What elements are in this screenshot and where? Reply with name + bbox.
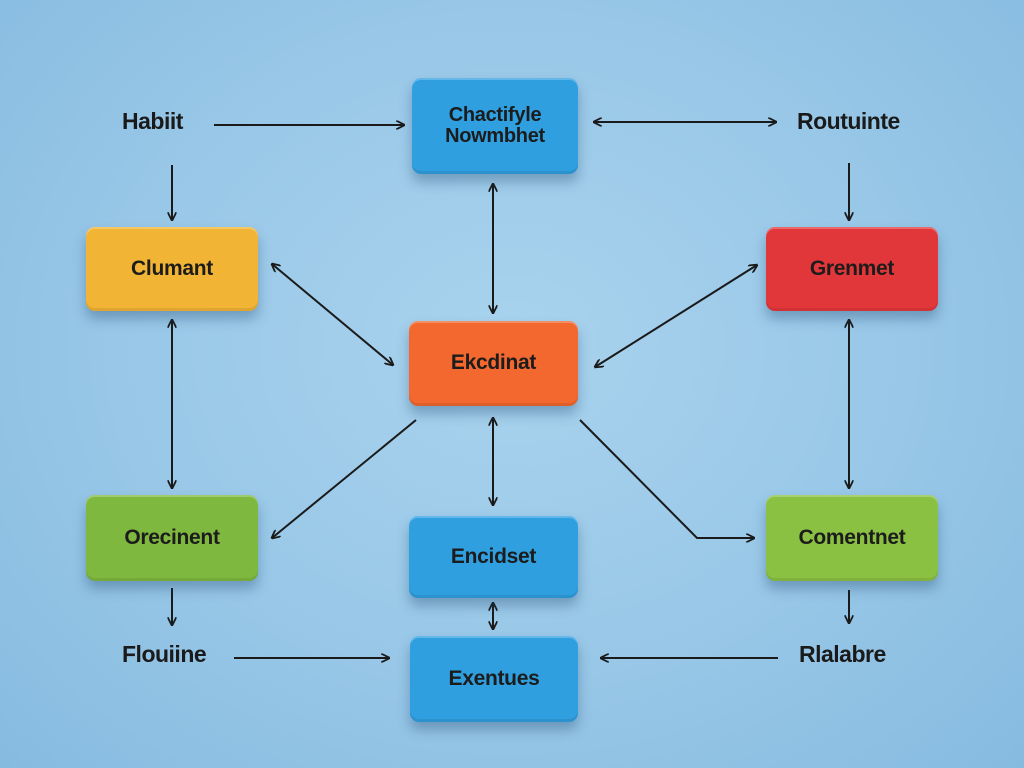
label-rlalabre: Rlalabre [799, 641, 886, 667]
node-center-label: Ekcdinat [450, 351, 537, 375]
node-right-lower-label: Comentnet [798, 525, 906, 549]
label-routine: Routuinte [797, 108, 900, 134]
node-center-lower[interactable]: Encidset [409, 516, 578, 598]
node-left-lower-label: Orecinent [124, 525, 220, 549]
node-bottom-center[interactable]: Exentues [410, 636, 578, 722]
node-bottom-center-label: Exentues [448, 666, 540, 690]
arrow-center-greenright [579, 419, 754, 538]
label-habit: Habiit [122, 108, 183, 134]
node-top-center-line2: Nowmbhet [445, 125, 545, 147]
node-left-upper[interactable]: Clumant [86, 227, 258, 311]
node-top-center-line1: Chactifyle [448, 104, 542, 126]
node-top-center[interactable]: Chactifyle Nowmbhet [412, 78, 578, 174]
arrow-yellow-center [272, 264, 393, 365]
node-right-lower[interactable]: Comentnet [766, 495, 938, 581]
node-center[interactable]: Ekcdinat [409, 321, 578, 406]
arrow-red-center [595, 265, 757, 367]
label-flouine: Flouiine [122, 641, 207, 667]
node-right-upper[interactable]: Grenmet [766, 227, 938, 311]
node-left-upper-label: Clumant [131, 256, 213, 280]
node-center-lower-label: Encidset [450, 544, 537, 568]
arrow-center-greenleft [272, 419, 417, 538]
node-right-upper-label: Grenmet [809, 256, 895, 280]
node-left-lower[interactable]: Orecinent [86, 495, 258, 581]
